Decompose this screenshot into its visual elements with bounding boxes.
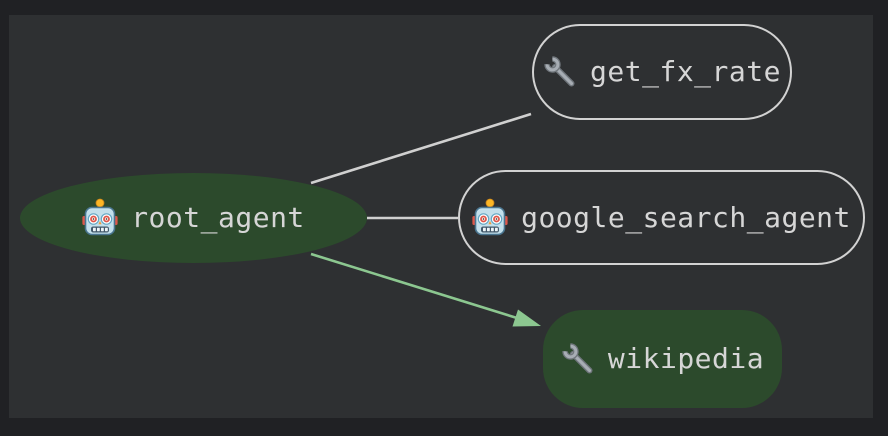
wrench-icon: [561, 342, 595, 376]
node-google-search-agent[interactable]: google_search_agent: [458, 170, 865, 265]
node-get-fx-rate[interactable]: get_fx_rate: [532, 24, 792, 120]
node-wikipedia[interactable]: wikipedia: [543, 310, 782, 408]
node-root-agent[interactable]: root_agent: [20, 173, 367, 263]
node-label: get_fx_rate: [590, 55, 781, 88]
wrench-icon: [543, 55, 577, 89]
robot-icon: [472, 198, 508, 238]
node-label: google_search_agent: [521, 200, 851, 234]
node-label: root_agent: [131, 201, 305, 234]
robot-icon: [82, 198, 118, 238]
node-label: wikipedia: [607, 342, 765, 375]
